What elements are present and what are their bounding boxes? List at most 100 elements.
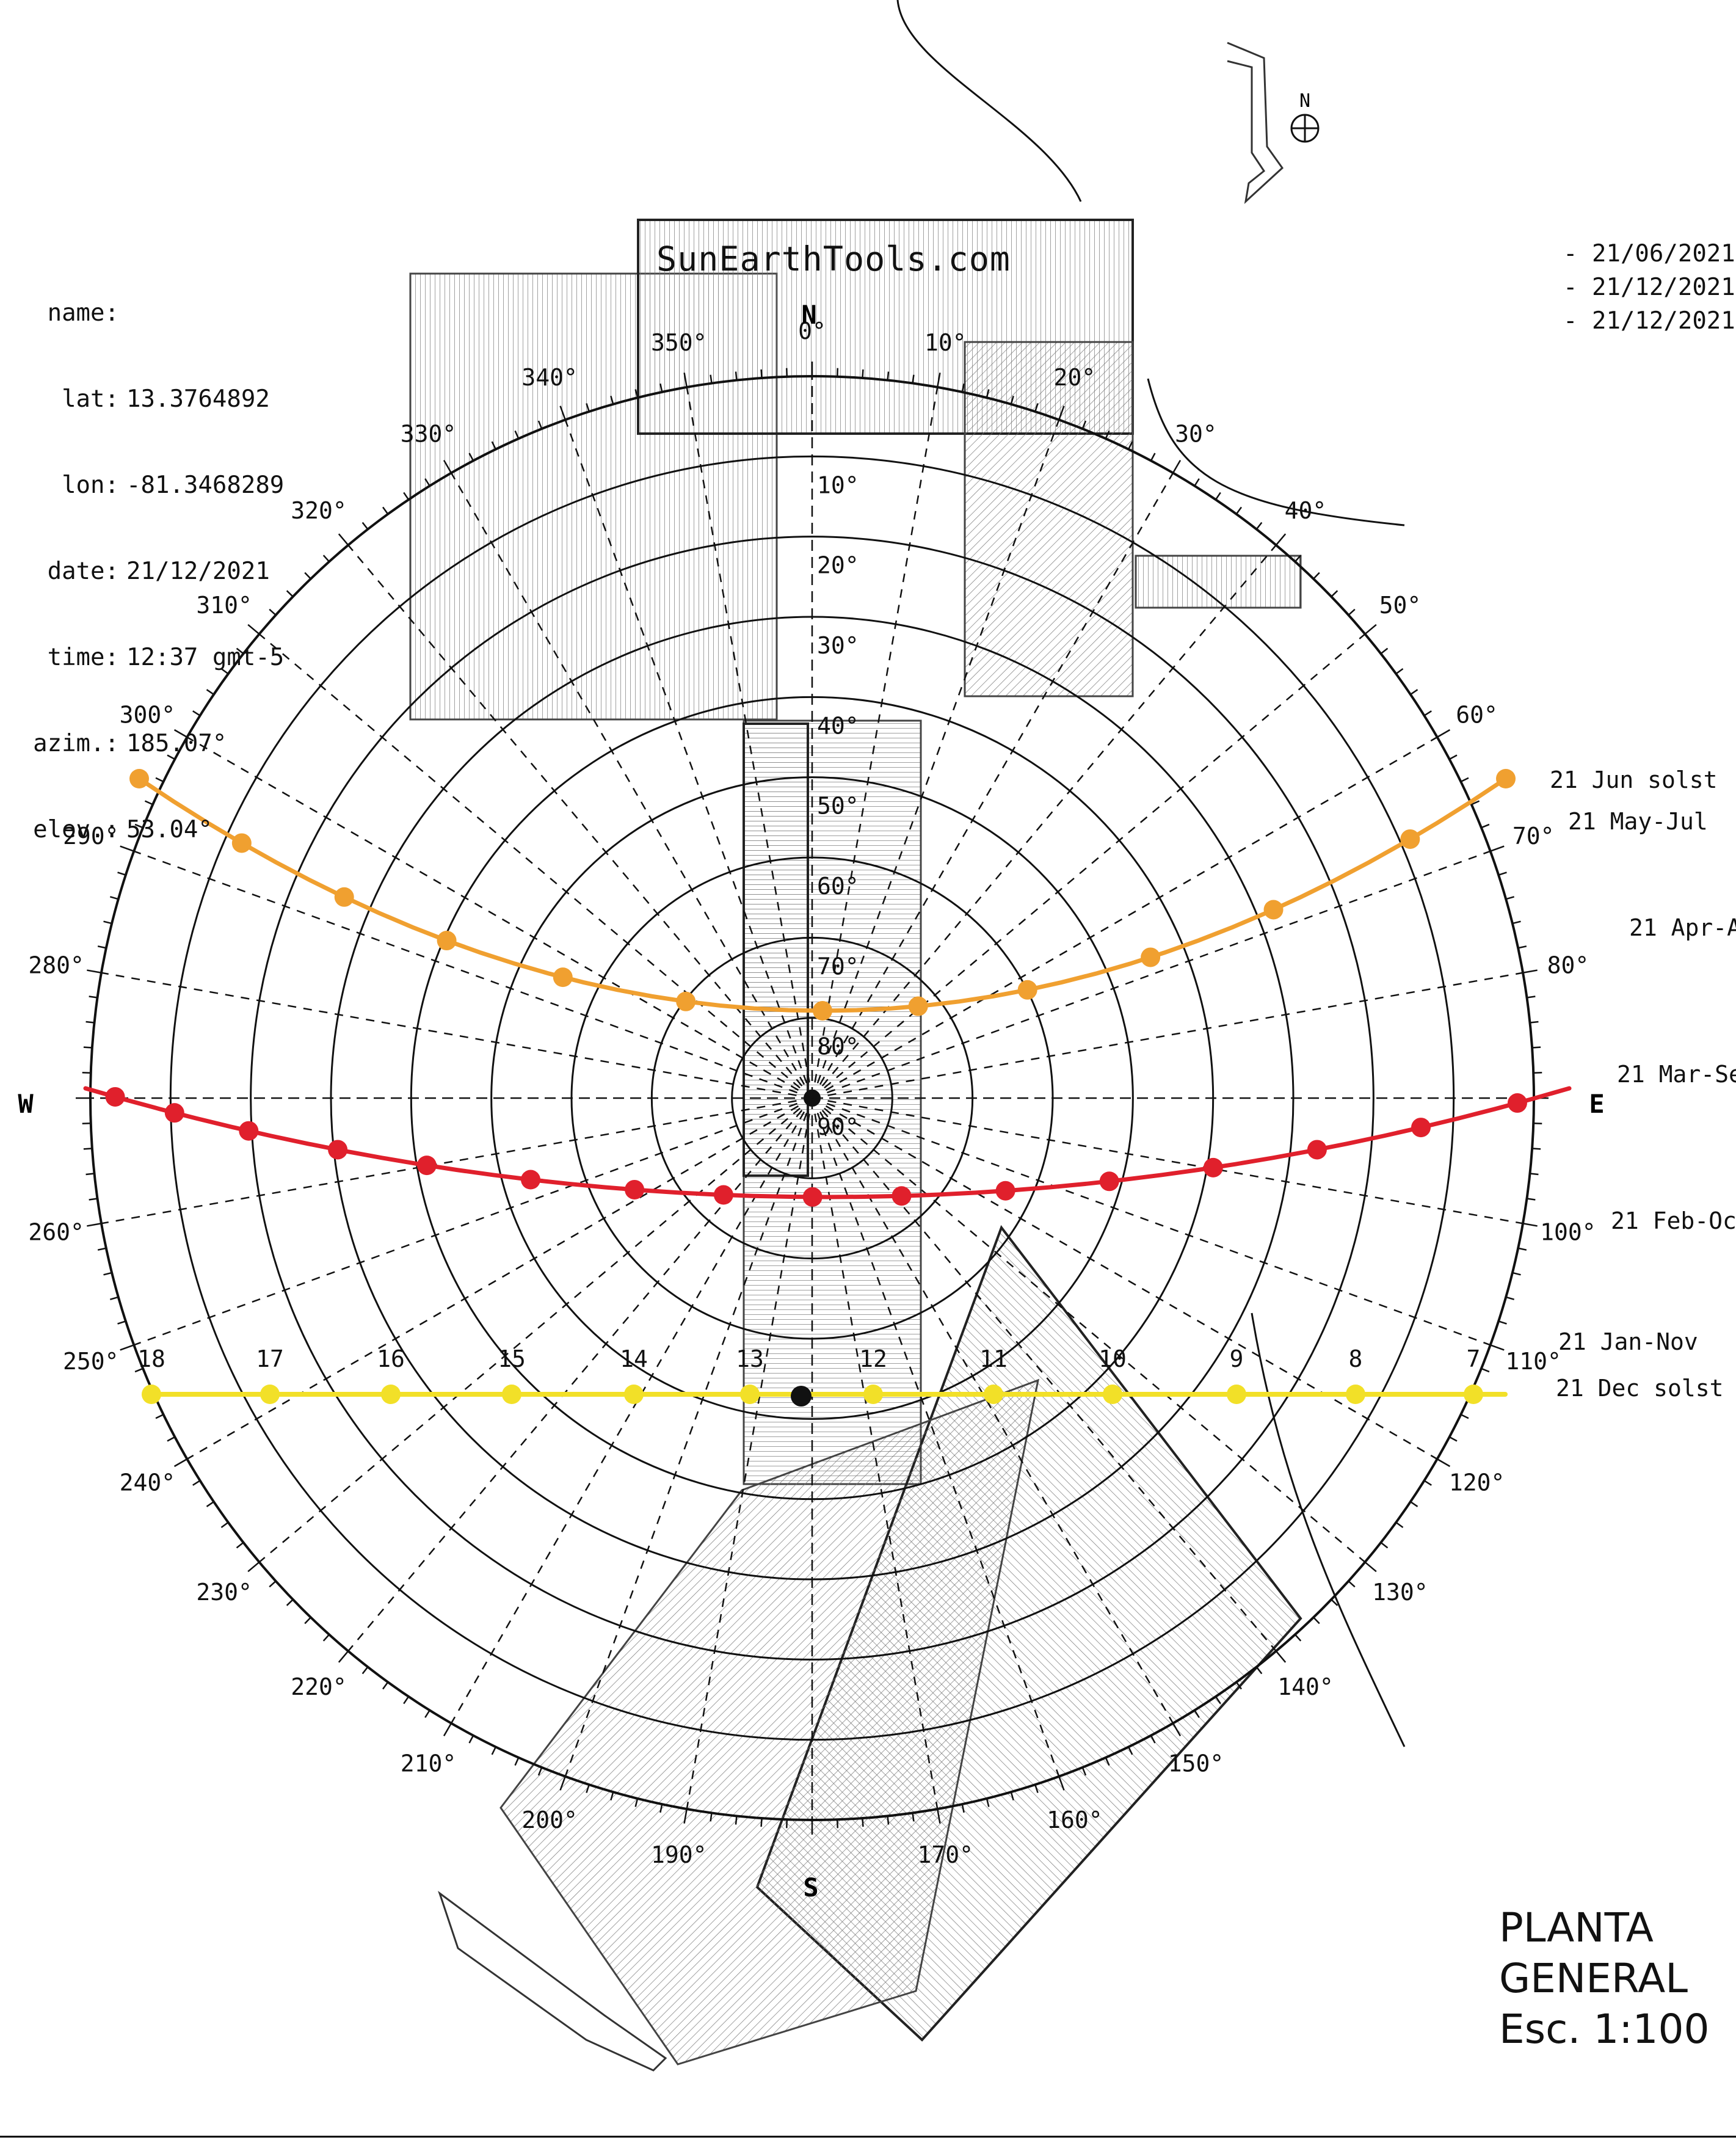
azimuth-tick [1437, 730, 1450, 737]
plan-shore-line [1148, 379, 1404, 525]
azimuth-tick [1381, 649, 1387, 654]
azimuth-tick [118, 1321, 126, 1323]
azimuth-tick [89, 1199, 98, 1200]
date-legend: - 21/06/2021 - 21/12/2021 - 21/12/2021 [1563, 237, 1735, 338]
azimuth-tick [1381, 1543, 1387, 1548]
equinox-hour-dot [165, 1103, 184, 1123]
azimuth-label: 260° [28, 1218, 84, 1245]
hour-label: 11 [979, 1345, 1008, 1372]
azimuth-tick [305, 573, 311, 579]
azimuth-tick [87, 1223, 101, 1226]
plan-title: PLANTA GENERAL Esc. 1:100 [1499, 1902, 1710, 2055]
june-hour-dot [335, 887, 354, 907]
azimuth-tick [324, 1634, 329, 1640]
equinox-hour-dot [1508, 1093, 1527, 1113]
azimuth-label: 10° [924, 329, 967, 356]
december-hour-dot [984, 1385, 1003, 1404]
elevation-label: 30° [817, 632, 859, 659]
azimuth-tick [1411, 690, 1418, 694]
compass-north: N [801, 300, 816, 330]
azimuth-tick [1527, 997, 1535, 998]
december-hour-dot [381, 1385, 401, 1404]
azimuth-tick [1313, 1617, 1320, 1623]
azimuth-tick [1506, 1297, 1514, 1300]
info-row-name: name: [0, 299, 284, 327]
azimuth-label: 240° [120, 1469, 176, 1496]
curve-label: 21 Jun solst [1550, 766, 1718, 793]
azimuth-tick [470, 1736, 474, 1743]
azimuth-tick [1365, 625, 1376, 634]
equinox-hour-dot [521, 1170, 540, 1190]
hour-label: 7 [1467, 1345, 1481, 1372]
floor-plan-drawing [410, 0, 1404, 2070]
equinox-hour-dot [803, 1187, 823, 1207]
azimuth-tick [98, 946, 106, 948]
equinox-hour-dot [239, 1121, 258, 1141]
december-hour-dot [142, 1385, 161, 1404]
hour-label: 18 [137, 1345, 165, 1372]
compass-west: W [18, 1089, 34, 1119]
azimuth-tick [221, 1523, 228, 1527]
info-row-azimuth: azim.:185.07° [0, 729, 284, 758]
december-hour-dot [1464, 1385, 1483, 1404]
azimuth-tick [1527, 1199, 1535, 1200]
north-arrow-label: N [1299, 90, 1310, 112]
curve-label: 21 Apr-Aug [1629, 914, 1736, 941]
polar-grid [90, 376, 1534, 1820]
hour-label: 16 [377, 1345, 405, 1372]
info-key: elev.: [0, 815, 119, 844]
december-hour-dot [1227, 1385, 1246, 1404]
azimuth-tick [1498, 1321, 1506, 1323]
azimuth-label: 80° [1547, 952, 1589, 979]
azimuth-tick [87, 970, 101, 973]
azimuth-tick [89, 997, 98, 998]
plan-title-line2: GENERAL [1499, 1953, 1710, 2004]
azimuth-tick [305, 1617, 311, 1623]
azimuth-tick [1498, 872, 1506, 875]
june-hour-dot [1400, 829, 1420, 849]
north-arrow: N [1227, 43, 1318, 202]
azimuth-label: 70° [1513, 823, 1555, 850]
azimuth-tick [363, 523, 368, 530]
azimuth-tick [1173, 460, 1180, 473]
info-key: time: [0, 643, 119, 672]
december-hour-dot [740, 1385, 760, 1404]
azimuth-label: 330° [401, 420, 457, 447]
info-value: 185.07° [126, 729, 227, 758]
azimuth-label: 170° [918, 1841, 974, 1868]
azimuth-tick [862, 1818, 863, 1827]
azimuth-label: 60° [1456, 702, 1498, 729]
azimuth-tick [206, 1502, 214, 1507]
azimuth-tick [1532, 1148, 1541, 1149]
azimuth-tick [84, 1148, 92, 1149]
azimuth-label: 130° [1372, 1579, 1428, 1606]
info-value: 12:37 gmt-5 [126, 643, 284, 672]
azimuth-label: 340° [521, 364, 578, 391]
azimuth-tick [1365, 1562, 1376, 1571]
june-hour-dot [1264, 900, 1284, 919]
current-sun-position-dot [791, 1386, 812, 1407]
legend-item: - 21/06/2021 [1563, 237, 1735, 271]
info-row-date: date:21/12/2021 [0, 557, 284, 586]
equinox-hour-dot [996, 1181, 1015, 1201]
azimuth-tick [425, 1710, 429, 1717]
hour-label: 10 [1099, 1345, 1127, 1372]
elevation-label: 10° [817, 471, 859, 498]
azimuth-tick [339, 1651, 348, 1662]
june-hour-dot [1018, 980, 1037, 1000]
hour-label: 17 [256, 1345, 284, 1372]
june-hour-dot [676, 992, 695, 1011]
north-arrow-key-plan [1227, 43, 1282, 202]
elevation-labels: 10°20°30°40°50°60°70°80°90° [817, 471, 859, 1140]
elevation-label: 50° [817, 793, 859, 820]
plan-roof-east [965, 342, 1133, 696]
june-hour-dot [813, 1001, 832, 1021]
equinox-hour-dot [714, 1185, 733, 1205]
azimuth-label: 220° [291, 1673, 347, 1700]
azimuth-tick [175, 1459, 187, 1466]
azimuth-label: 190° [651, 1841, 707, 1868]
elevation-label: 80° [817, 1033, 859, 1060]
curve-label: 21 Dec solst [1556, 1375, 1724, 1402]
azimuth-tick [1450, 1437, 1457, 1441]
